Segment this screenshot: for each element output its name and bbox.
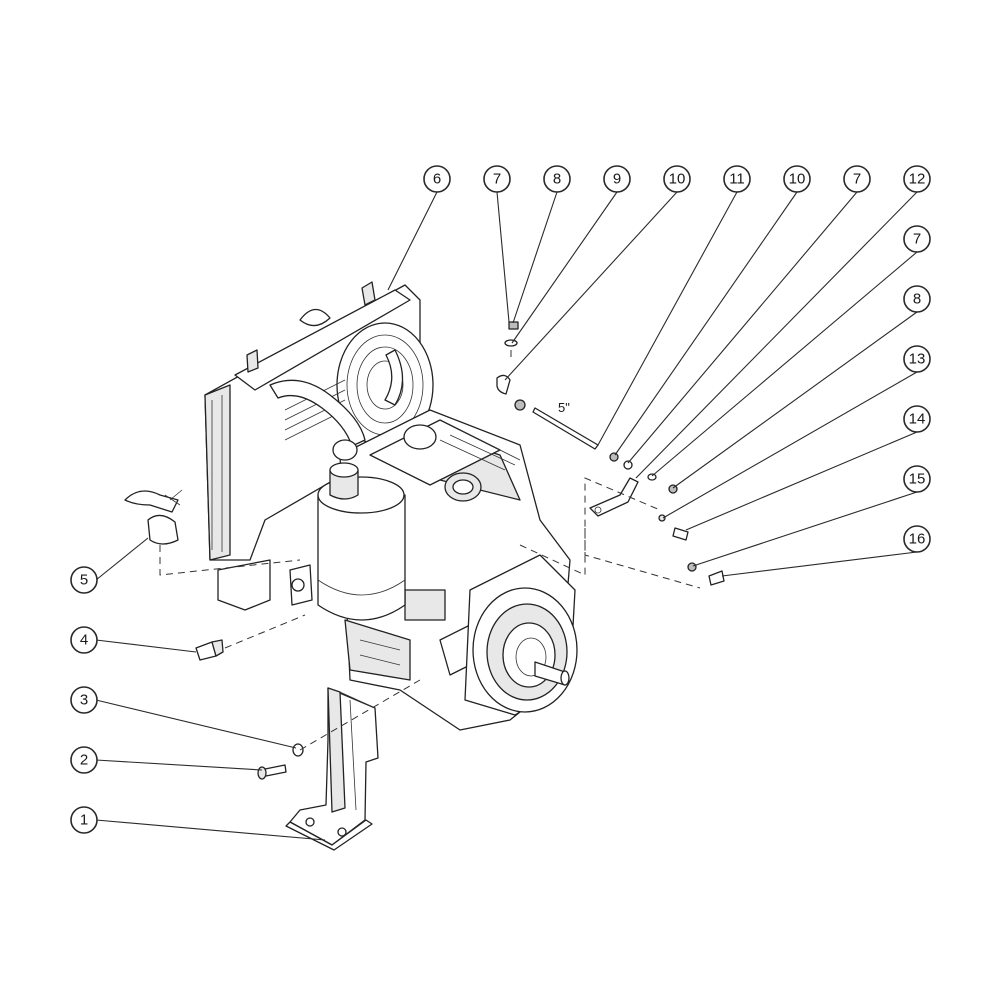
callout-12: 12: [903, 165, 931, 193]
svg-text:5: 5: [80, 572, 88, 589]
mounting-bracket: [285, 687, 379, 851]
callout-8b: 8: [903, 285, 931, 313]
svg-text:10: 10: [669, 171, 686, 188]
callout-4: 4: [70, 626, 98, 654]
svg-text:11: 11: [729, 171, 745, 188]
callout-13: 13: [903, 345, 931, 373]
svg-text:8: 8: [553, 171, 561, 188]
svg-text:4: 4: [80, 632, 88, 649]
svg-text:12: 12: [909, 171, 926, 188]
svg-text:16: 16: [909, 531, 926, 548]
callout-2: 2: [70, 746, 98, 774]
callout-16: 16: [903, 525, 931, 553]
leader-lines: [95, 191, 918, 841]
svg-text:7: 7: [853, 171, 861, 188]
rod-length-label: 5": [558, 400, 570, 415]
small-bracket: [589, 477, 639, 517]
flywheel-housing: [464, 554, 578, 716]
callout-5: 5: [70, 566, 98, 594]
callout-6: 6: [423, 165, 451, 193]
svg-text:6: 6: [433, 171, 441, 188]
svg-text:7: 7: [493, 171, 501, 188]
bolt-item-2: [257, 764, 287, 780]
right-hardware: [609, 452, 725, 586]
rod-item-11: 5": [532, 400, 599, 450]
callout-10a: 10: [663, 165, 691, 193]
callout-9: 9: [603, 165, 631, 193]
engine-assembly: [204, 281, 578, 731]
washer-item-3: [292, 743, 304, 757]
callout-15: 15: [903, 465, 931, 493]
callout-11: 11: [723, 165, 751, 193]
callout-8a: 8: [543, 165, 571, 193]
callout-7b: 7: [843, 165, 871, 193]
svg-text:7: 7: [913, 231, 921, 248]
callout-3: 3: [70, 686, 98, 714]
svg-text:14: 14: [909, 411, 926, 428]
svg-text:3: 3: [80, 692, 88, 709]
sensor-item-4: [195, 639, 224, 661]
svg-text:15: 15: [909, 471, 926, 488]
fastener-stack: [496, 321, 526, 411]
callout-7c: 7: [903, 225, 931, 253]
assembly-lines: [159, 477, 701, 751]
radiator: [204, 281, 434, 611]
callout-10b: 10: [783, 165, 811, 193]
svg-text:2: 2: [80, 752, 88, 769]
air-filter: [317, 462, 406, 621]
svg-text:9: 9: [613, 171, 621, 188]
callouts: 1 2 3 4 5 6 7 8 9 10 11 10 7 12 7 8 13 1…: [70, 165, 931, 834]
clamp-item-5: [124, 489, 183, 545]
svg-text:13: 13: [909, 351, 926, 368]
callout-1: 1: [70, 806, 98, 834]
svg-text:1: 1: [80, 812, 88, 829]
svg-text:8: 8: [913, 291, 921, 308]
callout-7a: 7: [483, 165, 511, 193]
callout-14: 14: [903, 405, 931, 433]
svg-text:10: 10: [789, 171, 806, 188]
